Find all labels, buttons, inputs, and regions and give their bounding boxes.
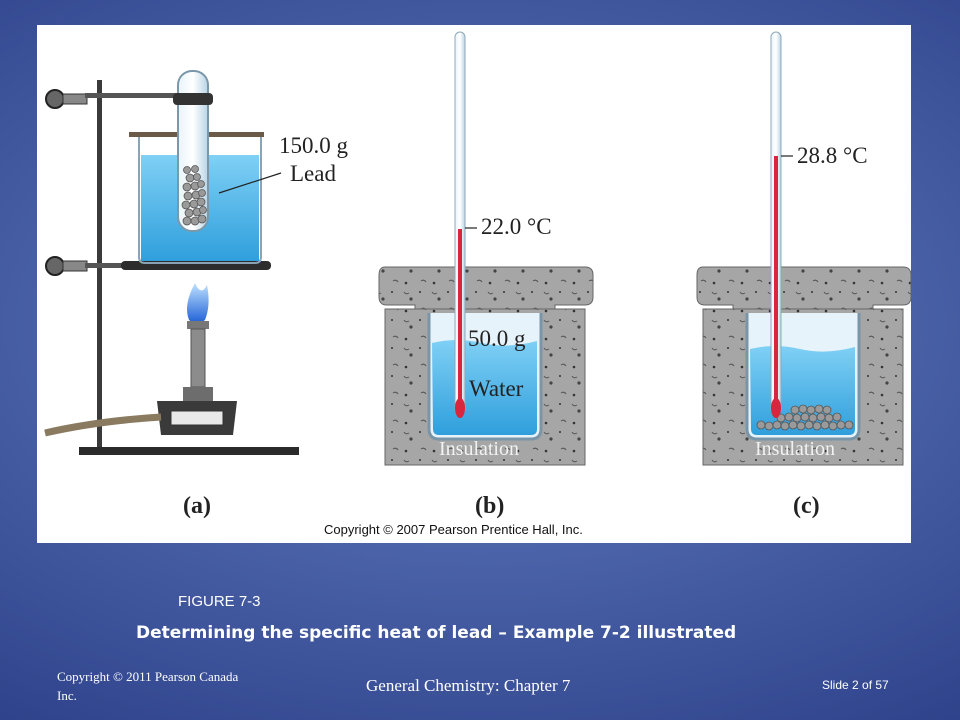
panel-b-calorimeter (378, 31, 594, 466)
insulation-label-c: Insulation (755, 438, 835, 460)
lead-shot-c (756, 404, 854, 431)
panel-b-caption: (b) (475, 493, 505, 519)
panel-a-caption: (a) (183, 493, 211, 519)
lead-mass-label: 150.0 g (279, 133, 348, 158)
water-label: Water (469, 376, 524, 401)
footer-copyright: Copyright © 2011 Pearson Canada Inc. (57, 669, 239, 703)
burner-tube (190, 328, 206, 388)
final-temp-label: 28.8 °C (797, 143, 868, 168)
panel-c-calorimeter (696, 31, 911, 466)
clamp-knob-bottom (45, 256, 65, 276)
slide-caption: Determining the specific heat of lead – … (136, 623, 737, 643)
tube-clamp (173, 93, 213, 105)
burner-flame (187, 283, 209, 324)
panel-a-apparatus (44, 70, 299, 455)
lid-c (696, 266, 911, 316)
footer-title: General Chemistry: Chapter 7 (366, 676, 571, 695)
gas-hose (44, 413, 162, 437)
lid-b (378, 266, 594, 316)
initial-temp-label: 22.0 °C (481, 214, 552, 239)
figure-panel: 150.0 g Lead 22.0 °C 50.0 g Water Insula… (37, 25, 911, 543)
slide-number: Slide 2 of 57 (822, 678, 889, 692)
stand-base (79, 447, 299, 455)
figure-copyright: Copyright © 2007 Pearson Prentice Hall, … (324, 522, 583, 537)
experiment-diagram (44, 31, 911, 466)
beaker (138, 137, 262, 264)
insulation-label-b: Insulation (439, 438, 519, 460)
water-mass-label: 50.0 g (468, 326, 526, 351)
lead-shot (181, 165, 207, 226)
panel-c-caption: (c) (793, 493, 820, 519)
lead-material-label: Lead (290, 161, 336, 186)
figure-number: FIGURE 7-3 (178, 593, 261, 610)
clamp-knob-top (45, 89, 65, 109)
